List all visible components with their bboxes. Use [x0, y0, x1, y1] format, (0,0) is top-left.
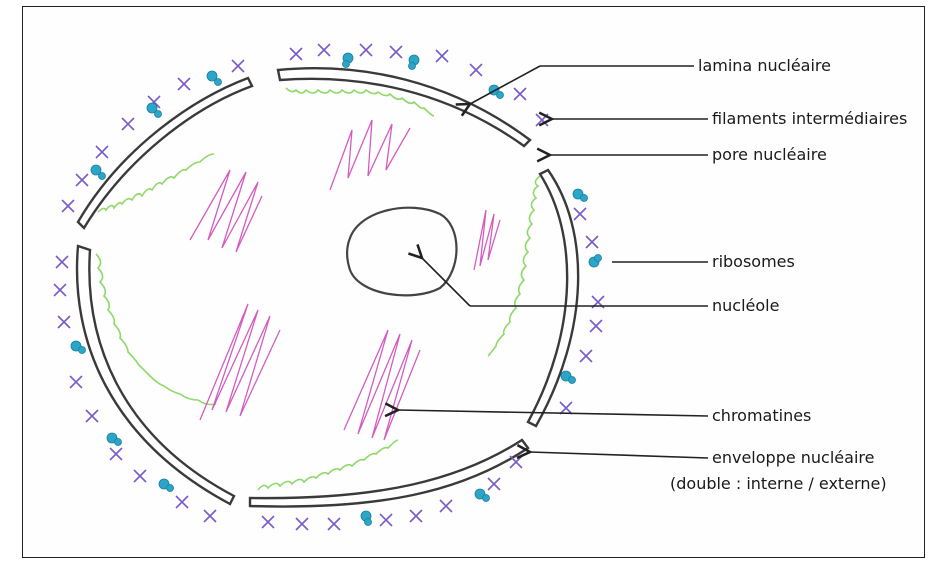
nuclear-envelope: [77, 68, 578, 506]
leader-nucleole-diag: [422, 258, 470, 306]
label-pore: pore nucléaire: [712, 145, 827, 164]
leader-enveloppe: [530, 452, 708, 458]
nucleolus: [347, 208, 457, 296]
envelope-segment-right: [528, 170, 578, 426]
chromatin: [190, 120, 500, 440]
ribosomes: [71, 53, 602, 526]
nuclear-lamina: [96, 88, 540, 490]
label-enveloppe-detail: (double : interne / externe): [670, 474, 887, 493]
leader-chromatines: [398, 410, 708, 416]
label-nucleole: nucléole: [712, 296, 779, 315]
label-chromatines: chromatines: [712, 406, 811, 425]
envelope-segment-top: [278, 68, 530, 146]
label-lamina: lamina nucléaire: [698, 56, 831, 75]
leader-lamina-diag: [470, 66, 540, 104]
label-ribosomes: ribosomes: [712, 252, 795, 271]
label-filaments: filaments intermédiaires: [712, 109, 907, 128]
label-enveloppe: enveloppe nucléaire: [712, 448, 874, 467]
envelope-segment-left: [77, 246, 234, 504]
intermediate-filaments: [54, 44, 604, 530]
